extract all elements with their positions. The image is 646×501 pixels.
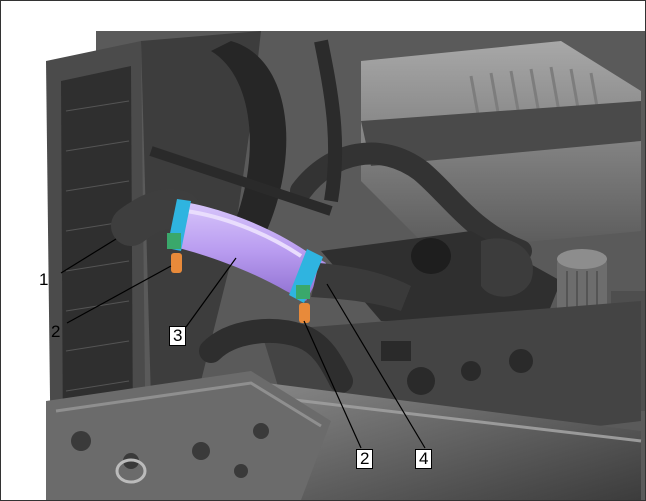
- intake-elbow: [481, 238, 533, 297]
- callout-1: 1: [39, 270, 49, 289]
- lower-details: [381, 341, 533, 395]
- rear-pipe: [149, 146, 333, 216]
- charge-air-hose: [171, 201, 326, 301]
- lower-hose: [199, 319, 353, 393]
- leader-1: [60, 238, 117, 274]
- radiator-core: [61, 66, 133, 451]
- clamp-screw-left: [167, 233, 181, 249]
- callout-3: 3: [169, 326, 187, 346]
- crossmember-edge: [55, 381, 322, 428]
- filter-cap: [557, 249, 607, 269]
- callout-2-left: 2: [51, 322, 61, 341]
- fan-blade: [211, 41, 287, 261]
- leader-2-right: [303, 320, 362, 449]
- sensor-housing: [411, 238, 451, 274]
- leader-4: [326, 283, 426, 449]
- leader-3: [185, 257, 237, 328]
- clamp-screw-right: [296, 285, 310, 299]
- callout-4: 4: [415, 449, 433, 469]
- frame-rail: [231, 381, 641, 500]
- frame-rail-edge: [260, 394, 642, 443]
- clip-right: [299, 303, 310, 323]
- clip-left: [171, 253, 182, 273]
- intake-pipe: [311, 263, 411, 311]
- leader-2-left: [66, 265, 172, 324]
- coolant-line: [314, 39, 343, 203]
- leader-lines: [60, 238, 426, 449]
- callout-2-right: 2: [356, 449, 374, 469]
- tow-eye: [115, 458, 147, 484]
- hose-highlight: [185, 209, 303, 258]
- cover-edge: [361, 101, 641, 166]
